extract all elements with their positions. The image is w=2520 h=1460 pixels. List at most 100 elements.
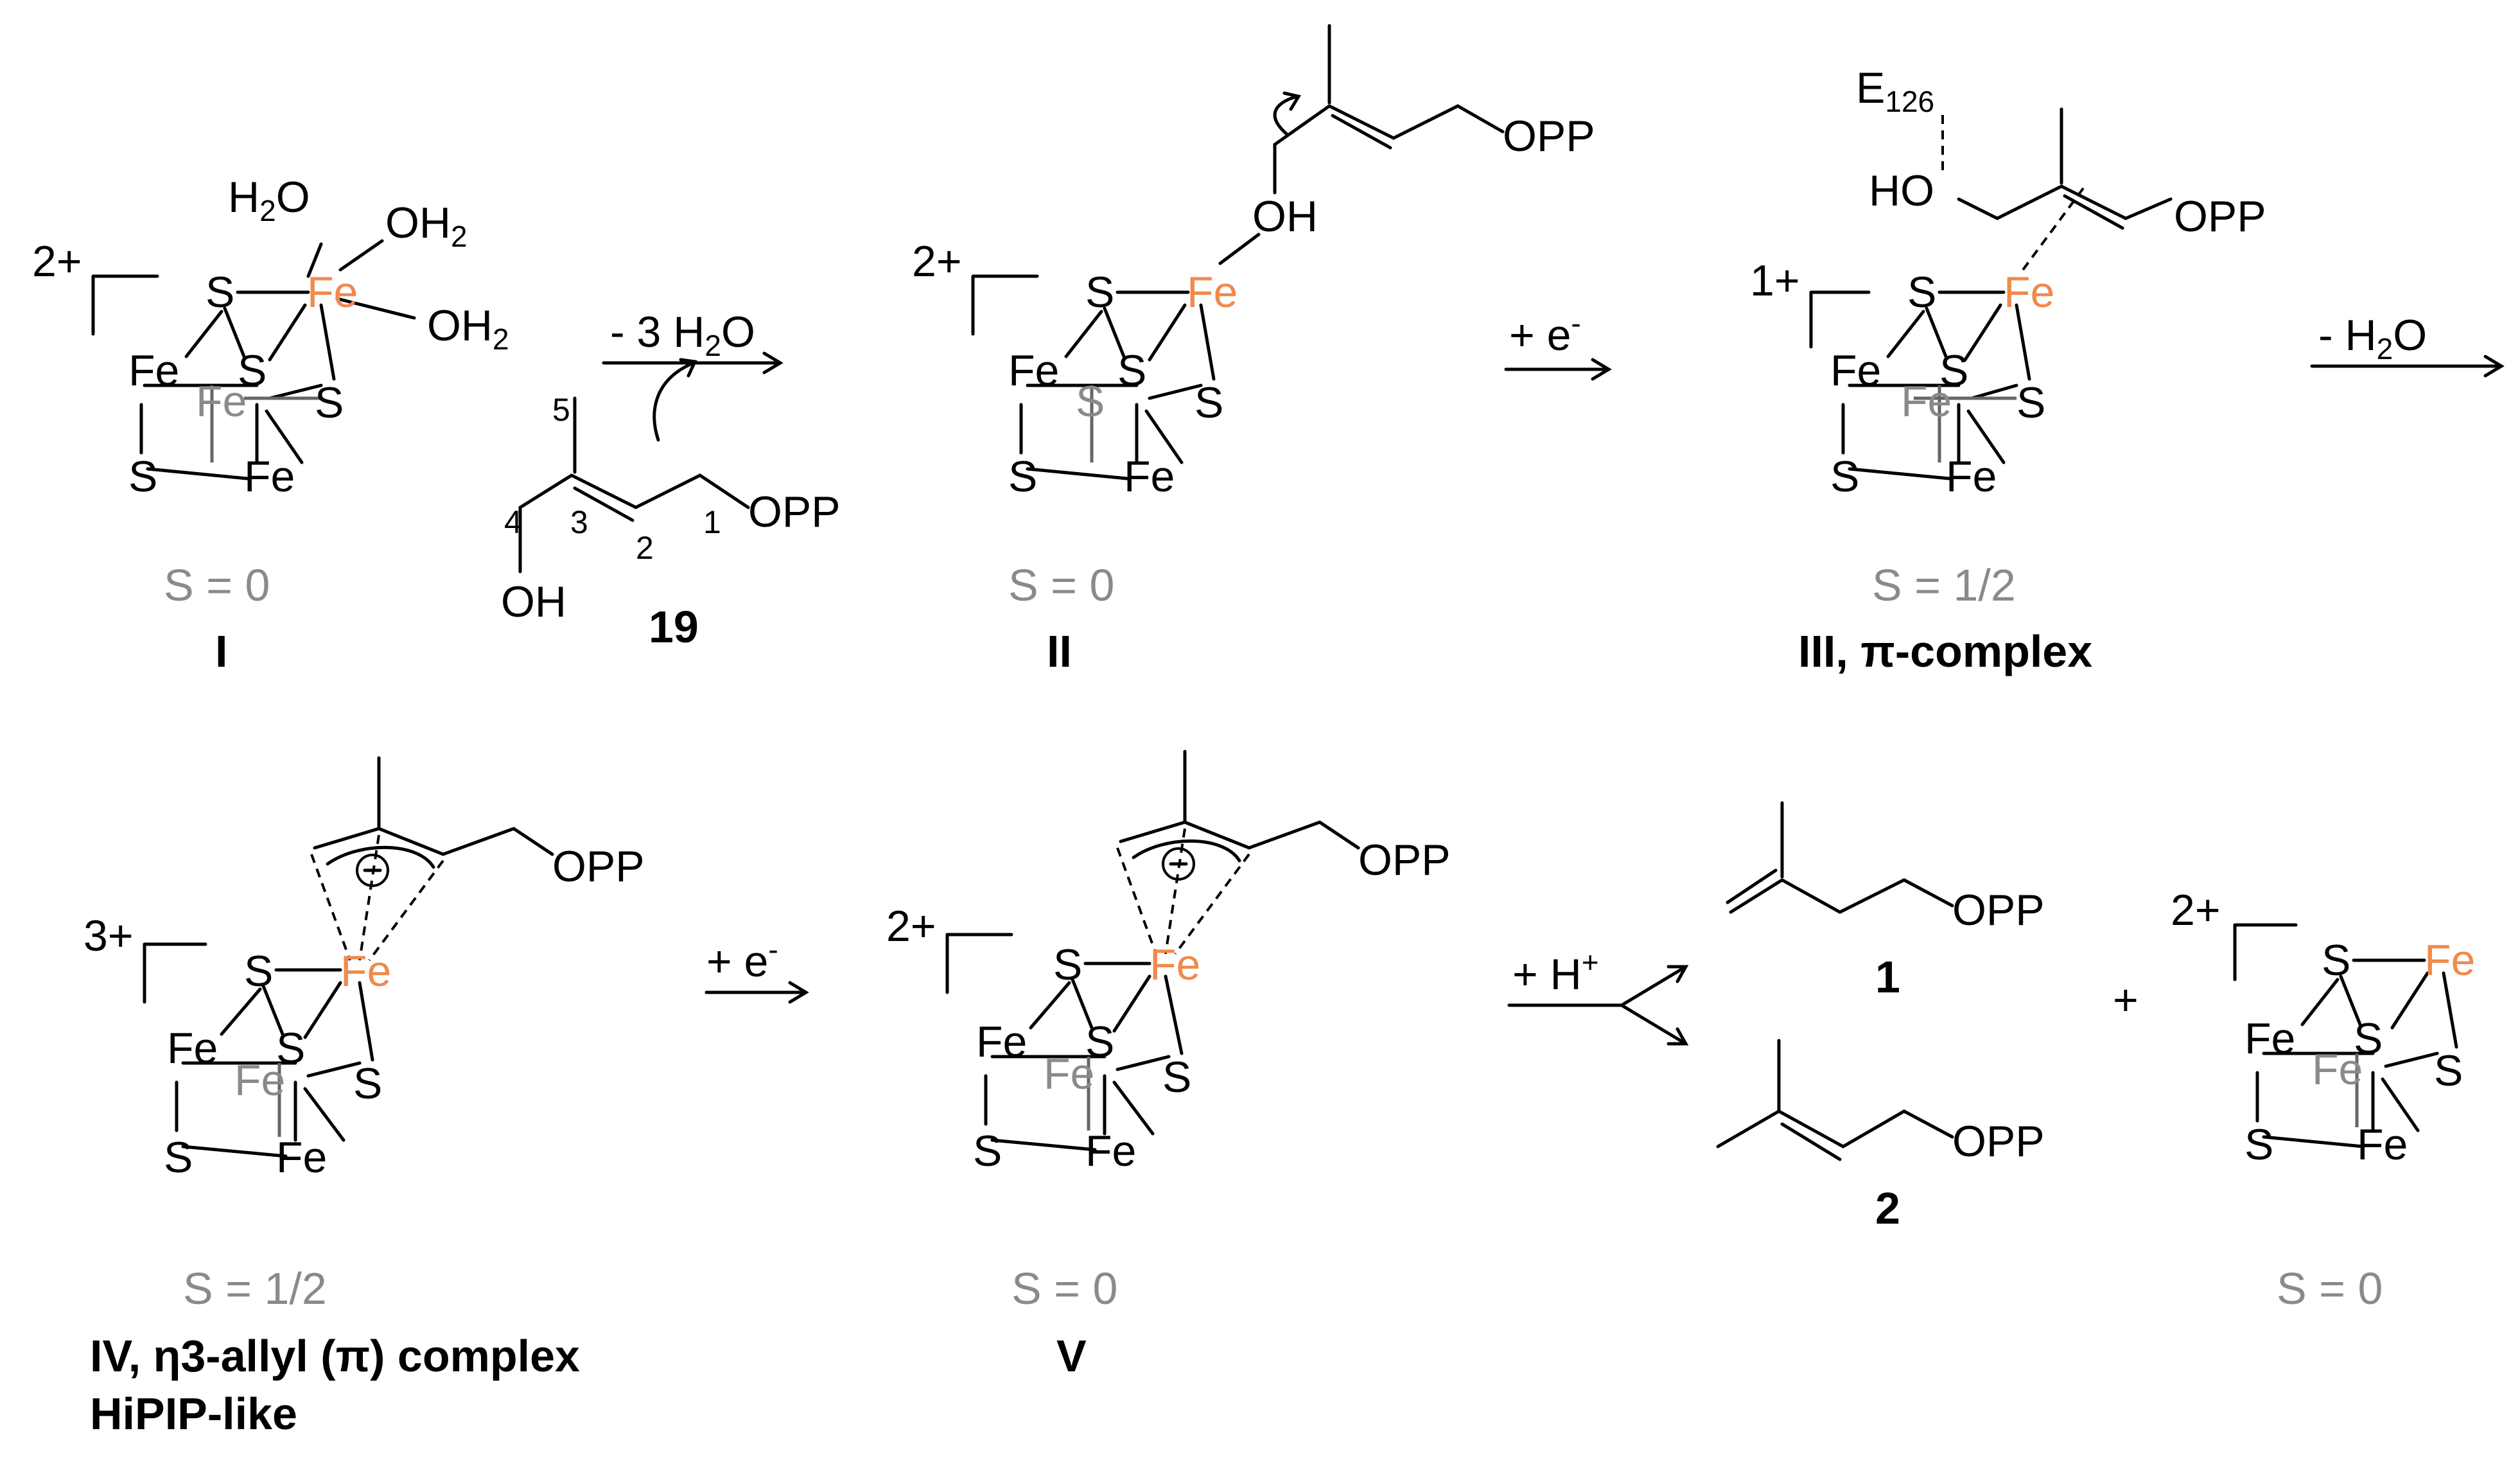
svg-text:+ H+: + H+ [1512, 945, 1599, 999]
svg-text:+ e-: + e- [1509, 306, 1581, 360]
cluster-IV: 3+ OPP S Fe Fe S Fe S S Fe S = 1/2 IV, η… [83, 756, 645, 1439]
svg-text:S: S [1907, 268, 1936, 317]
svg-text:Fe: Fe [976, 1017, 1027, 1066]
svg-text:S: S [973, 1127, 1002, 1175]
label-I: I [215, 626, 227, 676]
hydroxyl: OH [1252, 192, 1318, 241]
svg-text:Fe: Fe [1044, 1050, 1094, 1098]
substrate-19: 5 4 3 2 1 OH OPP 19 [501, 392, 841, 652]
svg-text:Fe: Fe [2357, 1120, 2408, 1169]
svg-text:S: S [353, 1059, 382, 1108]
svg-text:S: S [2434, 1046, 2463, 1095]
spin-IV: S = 1/2 [183, 1263, 327, 1314]
svg-text:S: S [1939, 346, 1968, 395]
label-19: 19 [649, 602, 699, 652]
svg-text:S: S [1076, 377, 1105, 426]
arrow-dehydration: - 3 H2O [602, 308, 783, 442]
diphosphate: OPP [1503, 112, 1595, 161]
charge-III: 1+ [1750, 256, 1800, 305]
svg-text:Fe: Fe [1901, 377, 1952, 426]
diphosphate: OPP [1952, 1117, 2045, 1166]
S-atom: S [128, 452, 157, 501]
svg-text:Fe: Fe [2312, 1045, 2363, 1094]
product-1: OPP 1 [1726, 801, 2045, 1002]
label-II: II [1047, 626, 1072, 676]
svg-text:S: S [2017, 378, 2045, 427]
spin-II: S = 0 [1008, 560, 1114, 610]
charge-II: 2+ [912, 237, 962, 286]
label-1: 1 [1875, 952, 1900, 1002]
svg-text:5: 5 [552, 392, 570, 428]
S-atom: S [206, 268, 234, 317]
water-3: OH2 [427, 301, 509, 356]
svg-text:2: 2 [636, 530, 654, 566]
cluster-II: 2+ S Fe Fe S S S S Fe OH OPP S = 0 II [912, 24, 1595, 676]
Fe-atom-apical: Fe [2004, 268, 2054, 317]
hydroxyl: OH [501, 577, 566, 626]
svg-text:S: S [1008, 452, 1037, 501]
svg-text:1: 1 [703, 504, 721, 540]
hydroxyl: HO [1869, 166, 1934, 215]
spin-final: S = 0 [2277, 1263, 2383, 1314]
svg-text:- 3 H2O: - 3 H2O [610, 308, 755, 362]
svg-text:S: S [1053, 940, 1082, 989]
svg-text:S: S [1162, 1053, 1191, 1102]
diphosphate: OPP [1358, 836, 1451, 884]
svg-text:- H2O: - H2O [2318, 311, 2427, 365]
diphosphate: OPP [552, 842, 645, 891]
svg-text:Fe: Fe [1946, 452, 1997, 501]
cluster-I: 2+ S Fe Fe S Fe S S Fe H2O OH2 OH2 S = 0… [32, 173, 509, 676]
arrow-dehydration-2: - H2O [2310, 311, 2505, 378]
svg-text:+ e-: + e- [706, 933, 778, 986]
diphosphate: OPP [2174, 192, 2266, 241]
arrow-protonation: + H+ [1507, 945, 1689, 1046]
svg-text:Fe: Fe [1830, 346, 1881, 395]
svg-text:S: S [276, 1024, 305, 1073]
svg-text:S: S [1085, 1017, 1114, 1066]
Fe-atom: Fe [244, 452, 295, 501]
spin-III: S = 1/2 [1872, 560, 2016, 610]
arrow-reduction-1: + e- [1504, 306, 1612, 381]
svg-text:S: S [244, 947, 273, 996]
label-IV-hipip: HiPIP-like [90, 1389, 297, 1439]
Fe-atom-apical: Fe [1150, 940, 1200, 989]
diphosphate: OPP [1952, 886, 2045, 935]
Fe-atom-apical: Fe [1187, 268, 1238, 317]
svg-text:Fe: Fe [1085, 1127, 1136, 1175]
cluster-final: 2+ S Fe Fe S Fe S S Fe S = 0 [2171, 886, 2475, 1314]
Fe-atom-back: Fe [196, 377, 247, 426]
S-atom: S [238, 346, 267, 395]
spin-I: S = 0 [164, 560, 270, 610]
water-1: H2O [228, 173, 310, 227]
charge-I: 2+ [32, 237, 82, 286]
svg-text:Fe: Fe [234, 1056, 285, 1105]
charge-V: 2+ [886, 902, 936, 951]
S-atom: S [315, 378, 344, 427]
svg-text:S: S [1194, 378, 1223, 427]
charge-IV: 3+ [83, 911, 134, 960]
label-III: III, π-complex [1798, 626, 2092, 676]
svg-text:S: S [1117, 346, 1146, 395]
svg-text:S: S [164, 1133, 193, 1182]
Fe-atom-apical: Fe [2424, 936, 2475, 985]
label-IV: IV, η3-allyl (π) complex [90, 1331, 580, 1381]
cluster-V: 2+ OPP S Fe Fe S Fe S S Fe S = 0 V [886, 750, 1451, 1381]
water-2: OH2 [385, 198, 468, 253]
Fe-atom: Fe [128, 346, 179, 395]
svg-text:4: 4 [504, 504, 522, 540]
svg-text:Fe: Fe [276, 1133, 327, 1182]
Fe-atom-apical: Fe [307, 268, 358, 317]
diphosphate: OPP [748, 488, 841, 536]
product-2: OPP 2 [1716, 1039, 2045, 1233]
svg-text:S: S [2244, 1120, 2273, 1169]
cluster-III: 1+ S Fe Fe S Fe S S Fe E126 HO OPP S = 1… [1750, 64, 2266, 676]
svg-text:3: 3 [570, 504, 588, 540]
svg-text:S: S [2354, 1014, 2383, 1063]
Fe-atom-apical: Fe [340, 947, 391, 996]
label-2: 2 [1875, 1183, 1900, 1233]
arrow-reduction-2: + e- [704, 933, 809, 1004]
svg-text:Fe: Fe [167, 1024, 218, 1073]
glutamate-126: E126 [1856, 64, 1934, 118]
spin-V: S = 0 [1011, 1263, 1117, 1314]
svg-text:S: S [1830, 452, 1859, 501]
